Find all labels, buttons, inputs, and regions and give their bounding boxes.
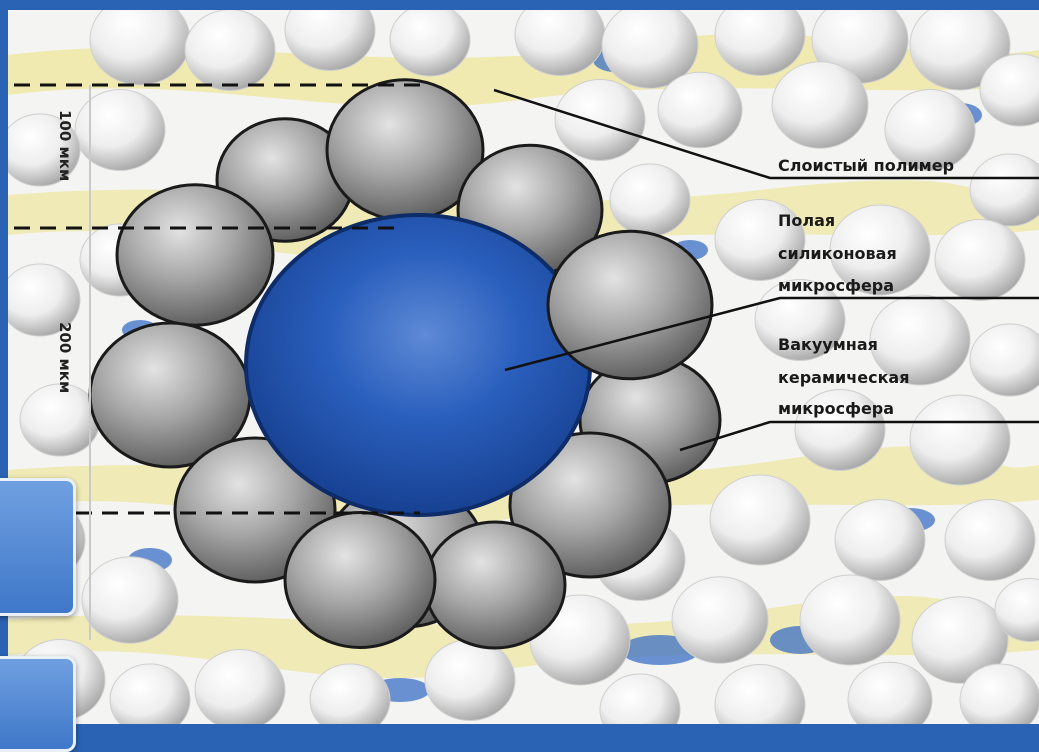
- filler-sphere: [554, 79, 646, 161]
- filler-sphere: [714, 199, 806, 281]
- filler-sphere: [424, 639, 516, 721]
- filler-sphere: [944, 499, 1036, 581]
- scale-label-200: 200 мкм: [56, 322, 74, 393]
- filler-sphere: [284, 0, 376, 71]
- ceramic-sphere-front: [423, 520, 567, 650]
- side-tab-lower[interactable]: [0, 656, 76, 752]
- leader-lines: [493, 88, 1039, 452]
- ceramic-sphere-front: [546, 229, 714, 381]
- filler-sphere: [74, 89, 166, 171]
- filler-sphere: [934, 219, 1026, 301]
- scale-label-100: 100 мкм: [56, 110, 74, 181]
- label-block: Слоистый полимер Полая силиконовая микро…: [778, 156, 954, 418]
- filler-sphere: [81, 556, 179, 644]
- filler-sphere: [771, 61, 869, 149]
- filler-sphere: [89, 0, 191, 86]
- filler-sphere: [911, 596, 1009, 684]
- label-hollow-silicone-line2: силиконовая: [778, 244, 897, 263]
- label-layered-polymer: Слоистый полимер: [778, 156, 954, 175]
- filler-sphere: [869, 294, 971, 386]
- label-hollow-silicone-line1: Полая: [778, 211, 835, 230]
- filler-sphere: [389, 3, 471, 77]
- filler-sphere: [799, 574, 901, 666]
- ceramic-sphere: [508, 431, 672, 579]
- label-vacuum-ceramic-line3: микросфера: [778, 399, 894, 418]
- filler-sphere: [829, 204, 931, 296]
- label-hollow-silicone-line3: микросфера: [778, 276, 894, 295]
- filler-sphere: [909, 394, 1011, 486]
- silicone-core-sphere: [244, 213, 592, 517]
- filler-sphere: [969, 323, 1039, 397]
- filler-sphere: [657, 71, 743, 149]
- filler-sphere: [19, 383, 101, 457]
- filler-sphere: [194, 649, 286, 731]
- filler-sphere: [794, 389, 886, 471]
- filler-sphere: [884, 89, 976, 171]
- ceramic-sphere-front: [283, 511, 437, 649]
- filler-sphere: [609, 163, 691, 237]
- filler-sphere: [714, 0, 806, 76]
- filler-sphere: [0, 113, 81, 187]
- ceramic-shell-front: [283, 229, 714, 650]
- filler-sphere: [994, 578, 1039, 642]
- scale-lines: [14, 83, 420, 515]
- filler-sphere: [184, 9, 276, 91]
- ceramic-sphere: [115, 183, 275, 327]
- frame-top: [0, 0, 1039, 10]
- filler-sphere: [514, 0, 606, 76]
- label-vacuum-ceramic-line2: керамическая: [778, 368, 910, 387]
- filler-sphere: [909, 0, 1011, 91]
- label-vacuum-ceramic-line1: Вакуумная: [778, 335, 878, 354]
- side-tab-upper[interactable]: [0, 478, 76, 616]
- filler-sphere: [969, 153, 1039, 227]
- frame-left: [0, 0, 8, 724]
- filler-sphere: [979, 53, 1039, 127]
- filler-sphere: [671, 576, 769, 664]
- filler-sphere: [709, 474, 811, 566]
- filler-sphere: [0, 263, 81, 337]
- filler-sphere: [834, 499, 926, 581]
